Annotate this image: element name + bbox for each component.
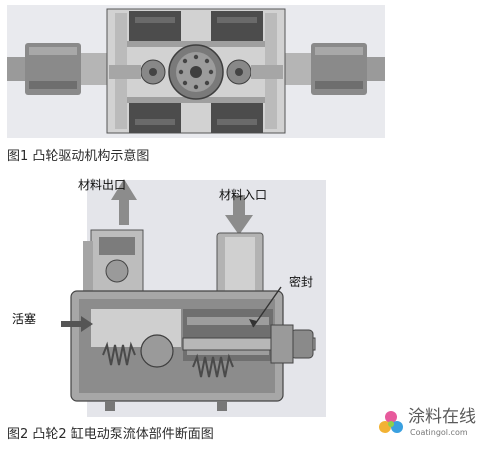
figure2-caption: 图2 凸轮2 缸电动泵流体部件断面图 <box>7 427 214 442</box>
pump-fluid-section-figure <box>7 175 326 417</box>
watermark-name: 涂料在线 <box>408 407 476 427</box>
piston-label: 活塞 <box>12 312 37 326</box>
cam-drive-mechanism-figure <box>7 5 385 138</box>
inlet-label: 材料入口 <box>219 188 268 202</box>
figure1-caption: 图1 凸轮驱动机构示意图 <box>7 149 150 164</box>
coatingol-watermark: 涂料在线 Coatingol.com <box>377 407 477 441</box>
seal-label: 密封 <box>289 275 314 289</box>
outlet-label: 材料出口 <box>78 178 127 192</box>
watermark-url: Coatingol.com <box>410 428 468 437</box>
coatingol-logo-icon <box>379 411 403 433</box>
